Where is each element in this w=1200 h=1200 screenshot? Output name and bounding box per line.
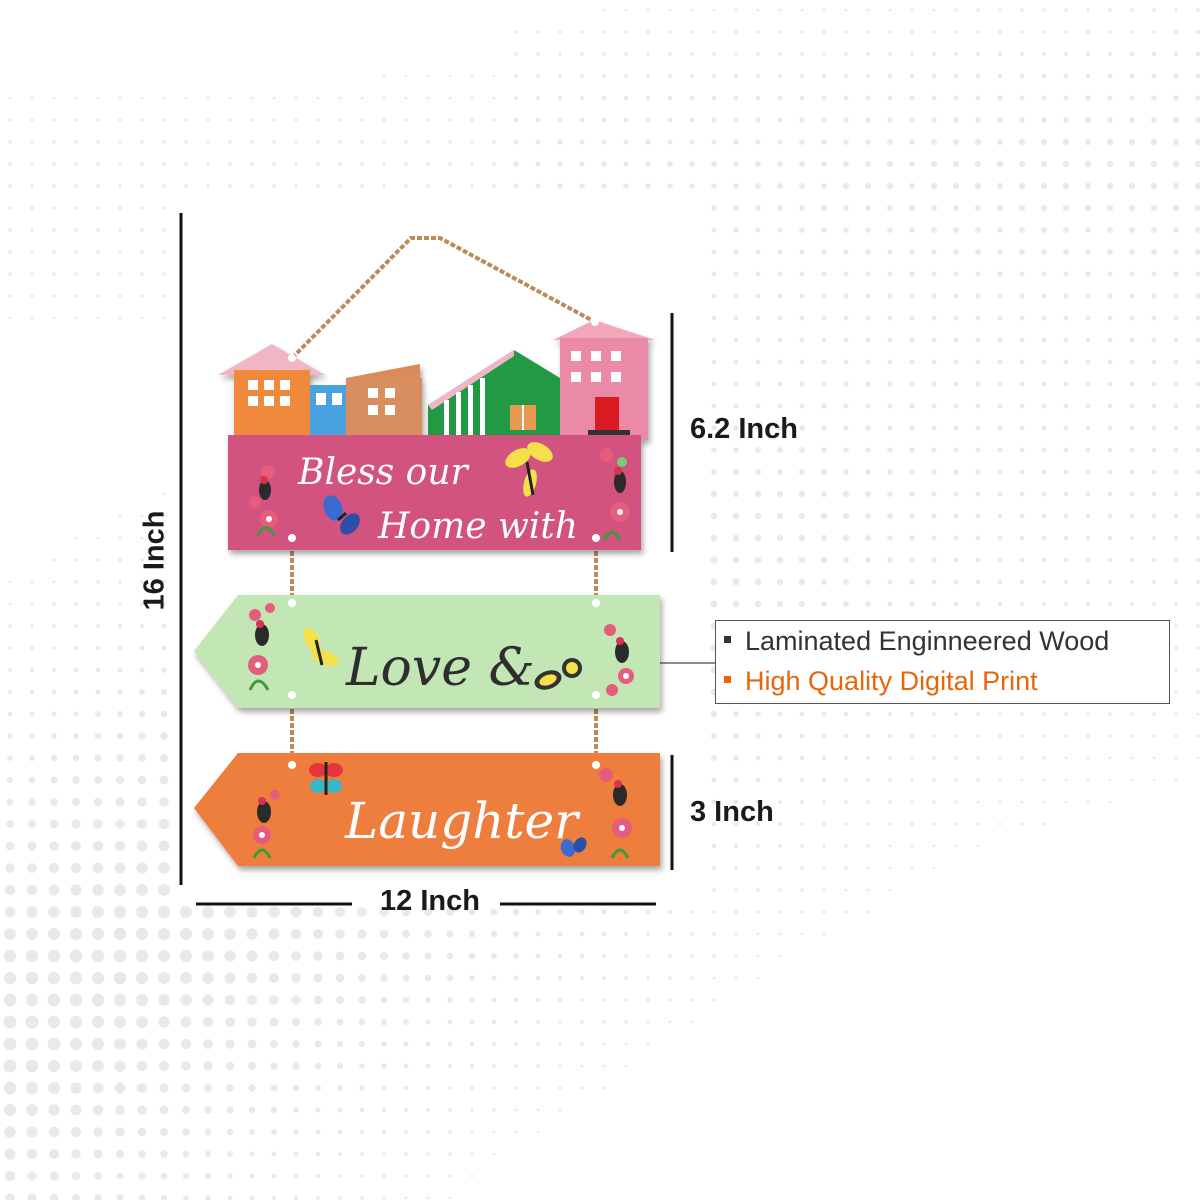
top-board-dimension-label: 6.2 Inch — [690, 413, 798, 445]
height-dimension-label: 16 Inch — [138, 510, 171, 611]
sign-text-line-2: Home with — [377, 506, 578, 547]
bullet-icon — [724, 676, 731, 684]
dimension-lines — [179, 213, 715, 906]
bird-flower-right-icon-3 — [599, 768, 632, 859]
bottom-board-dimension-label: 3 Inch — [690, 796, 774, 828]
house-pink — [553, 320, 655, 440]
butterfly-blue-small-icon — [560, 837, 587, 857]
feature-item-label: Laminated Enginneered Wood — [745, 626, 1110, 656]
bird-flower-left-icon — [249, 465, 278, 536]
sign-text-middle: Love & — [345, 638, 535, 698]
bird-flower-right-icon-2 — [604, 624, 634, 696]
bottom-board — [194, 753, 660, 866]
butterfly-yellow-icon — [505, 442, 553, 497]
butterfly-black-yellow-icon — [534, 658, 582, 690]
feature-item-material: Laminated Enginneered Wood — [724, 626, 1109, 657]
house-green — [428, 350, 560, 440]
sign-text-bottom: Laughter — [344, 792, 581, 850]
house-orange — [218, 344, 325, 440]
sign-text-line-1: Bless our — [297, 452, 470, 493]
middle-board — [194, 595, 660, 708]
hanging-rope — [290, 236, 598, 764]
orange-arrow-board — [194, 753, 660, 866]
top-board — [218, 320, 655, 550]
feature-item-print: High Quality Digital Print — [724, 666, 1038, 697]
feature-callout-box: Laminated Enginneered Wood High Quality … — [715, 620, 1170, 704]
width-dimension-label: 12 Inch — [380, 885, 480, 917]
bullet-icon — [724, 636, 731, 644]
butterfly-teal-icon — [309, 762, 343, 795]
feature-item-label: High Quality Digital Print — [745, 666, 1038, 696]
bird-flower-left-icon-3 — [252, 790, 280, 859]
bird-flower-right-icon — [599, 448, 630, 541]
butterfly-yellow-small-icon — [303, 627, 339, 667]
bird-flower-left-icon-2 — [248, 603, 275, 691]
butterfly-blue-icon — [323, 495, 360, 535]
house-blue — [310, 385, 350, 440]
pink-board — [228, 435, 641, 550]
house-peach — [346, 364, 422, 440]
rope-holes — [288, 318, 600, 769]
